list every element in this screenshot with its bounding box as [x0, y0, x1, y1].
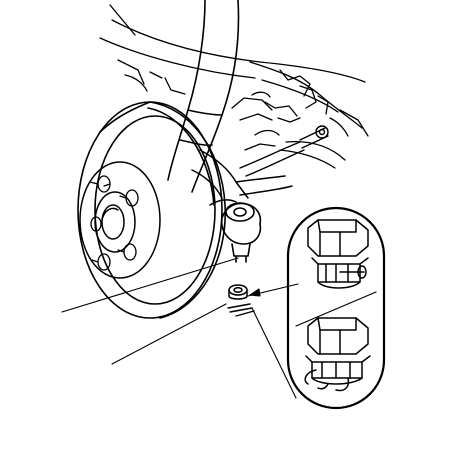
stabilizer-link	[239, 125, 329, 177]
chassis-structure	[99, 4, 369, 169]
lug-stud	[117, 243, 137, 261]
callout-3-leader	[251, 307, 297, 399]
brake-disc	[77, 101, 226, 319]
lug-studs	[89, 175, 139, 271]
lug-stud	[89, 175, 111, 193]
detail-inset	[286, 206, 386, 410]
castle-nut-with-straight-pin-icon	[307, 219, 369, 289]
callout-leaders	[61, 257, 299, 399]
detail-pointer-arrowhead	[249, 288, 261, 297]
castle-nut-with-bent-pin-icon	[304, 317, 371, 392]
castle-nut	[228, 284, 248, 300]
upper-suspension-arm	[167, 0, 240, 193]
tie-rod-end	[220, 202, 262, 263]
callout-1-leader	[61, 257, 239, 313]
detail-divider	[295, 291, 377, 327]
lug-stud	[91, 253, 111, 271]
lower-arm	[191, 149, 293, 206]
cotter-pin	[227, 303, 255, 317]
lug-stud	[90, 216, 102, 232]
callout-2-leader	[111, 303, 227, 365]
lug-stud	[119, 189, 139, 207]
detail-inset-frame	[286, 206, 386, 410]
wheel-hub	[79, 161, 161, 279]
